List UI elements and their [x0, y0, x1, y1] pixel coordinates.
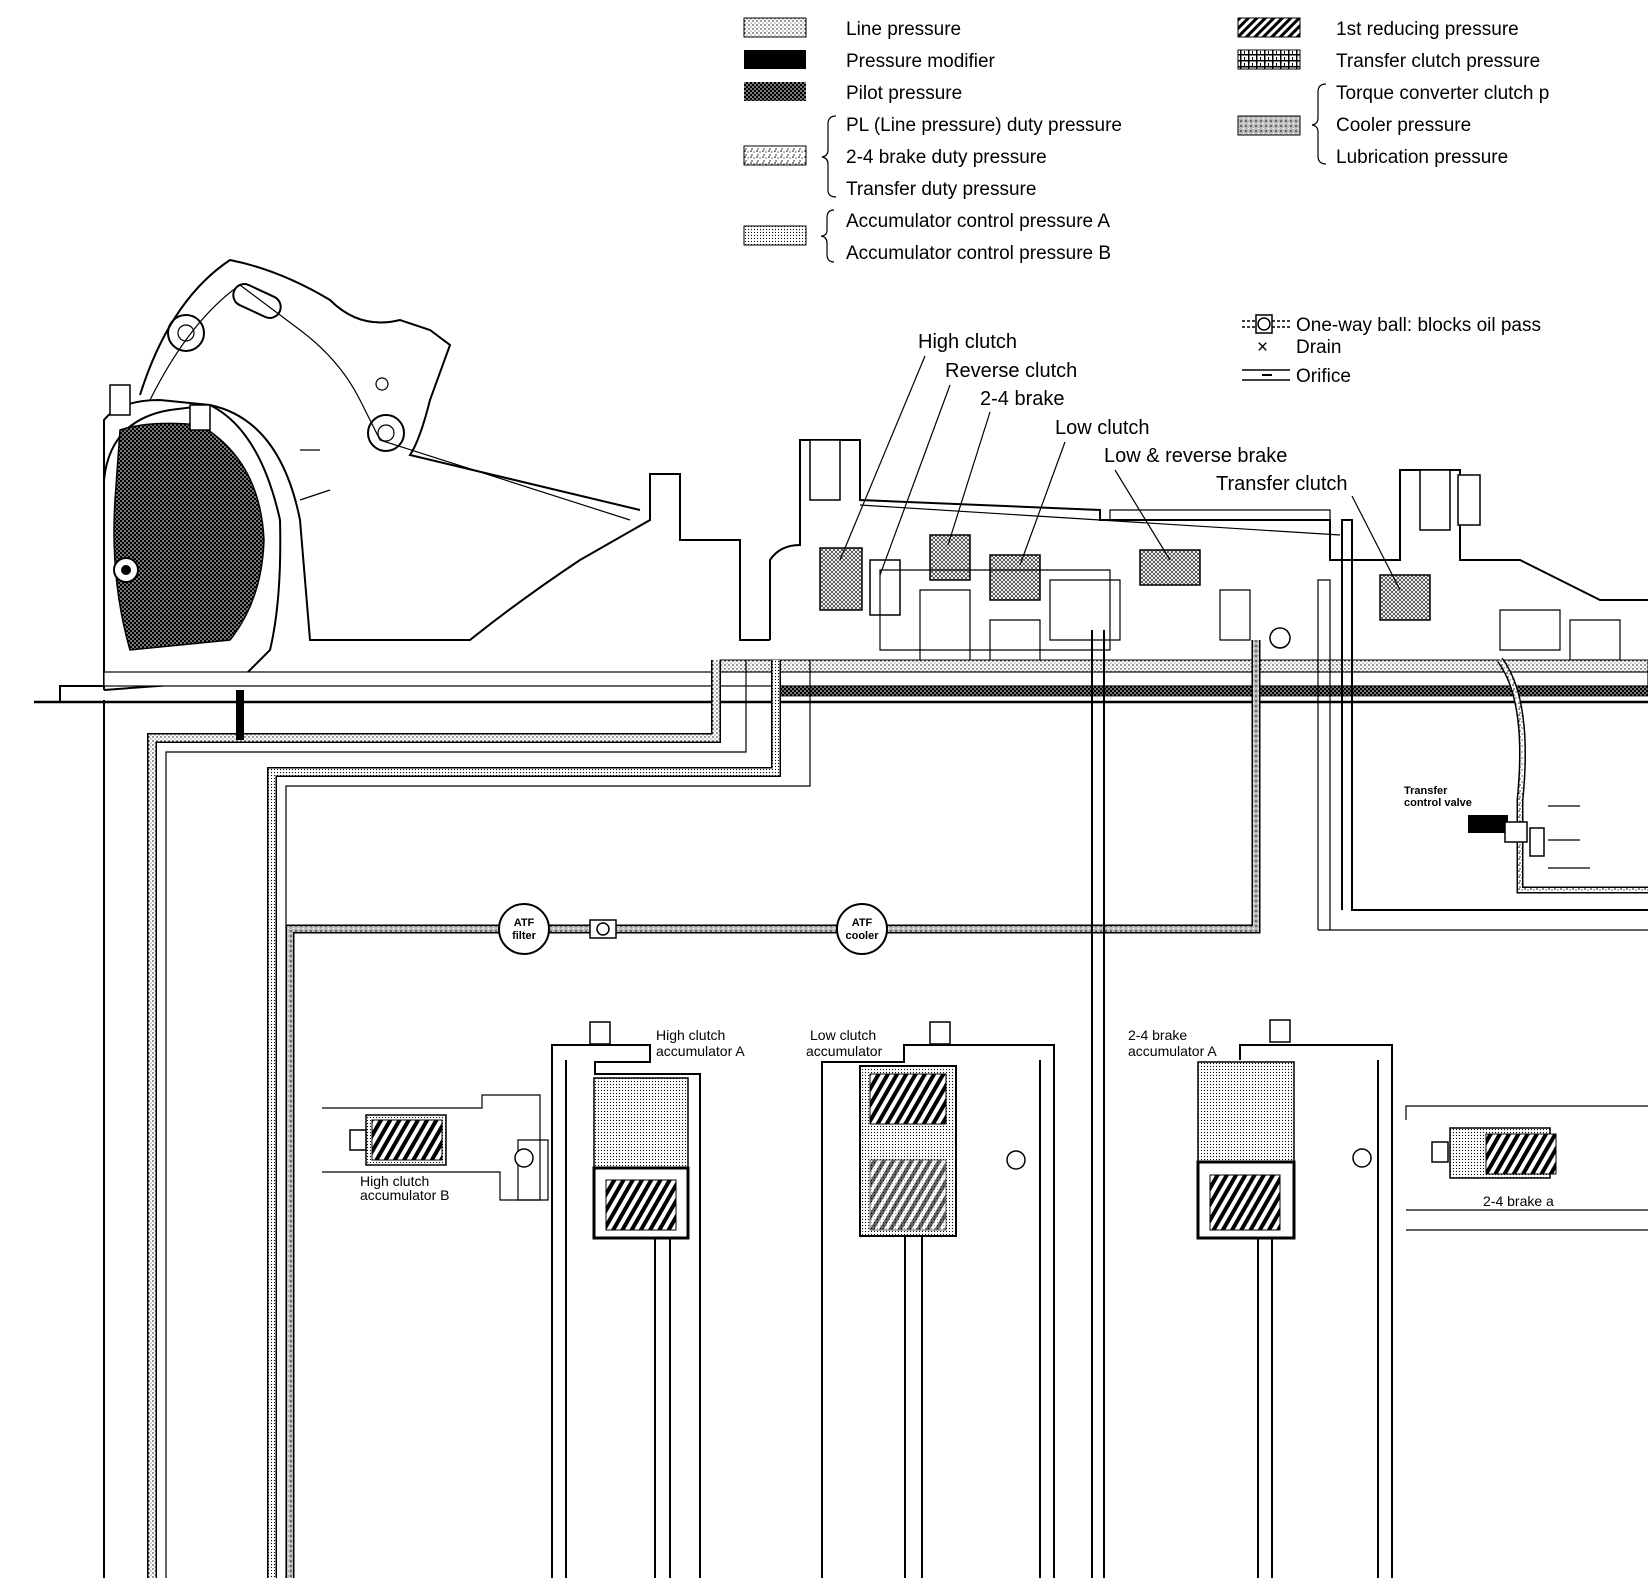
callout-transfer-clutch: Transfer clutch — [1216, 473, 1348, 495]
callout-high-clutch: High clutch — [918, 331, 1017, 353]
legend-one-way-ball: One-way ball: blocks oil pass — [1296, 315, 1541, 336]
legend-pl-duty: PL (Line pressure) duty pressure — [846, 115, 1122, 136]
transfer-valve-label-2: control valve — [1404, 797, 1472, 809]
atf-filter: ATF filter — [498, 903, 550, 955]
legend-acc-control-a: Accumulator control pressure A — [846, 211, 1110, 232]
brake-24-accumulator-b: 2-4 brake a — [1405, 1105, 1648, 1231]
atf-cooler: ATF cooler — [836, 903, 888, 955]
callouts: High clutch Reverse clutch 2-4 brake Low… — [839, 331, 1401, 591]
transmission-cross-section — [34, 258, 1648, 704]
legend-24-brake-duty: 2-4 brake duty pressure — [846, 147, 1047, 168]
transfer-clutch-pack — [1379, 574, 1431, 621]
low-acc-label-2: accumulator — [806, 1043, 883, 1059]
brake-acc-a-label-1: 2-4 brake — [1128, 1027, 1187, 1043]
oil-pump-pilot-area — [113, 422, 265, 651]
low-acc-label-1: Low clutch — [810, 1027, 876, 1043]
hc-acc-b-label-1: High clutch — [360, 1173, 429, 1189]
drain-icon: × — [1257, 337, 1268, 358]
pilot-pressure-swatch — [744, 82, 806, 101]
brake-24-pack — [929, 534, 971, 581]
line-pressure-swatch — [743, 17, 807, 38]
callout-reverse-clutch: Reverse clutch — [945, 360, 1077, 382]
legend-lubrication: Lubrication pressure — [1336, 147, 1508, 168]
orifice-inline-icon — [589, 919, 617, 939]
legend-pilot-pressure: Pilot pressure — [846, 83, 962, 104]
torque-group-brace — [1311, 83, 1327, 165]
hc-acc-a-label-2: accumulator A — [656, 1043, 745, 1059]
legend-acc-control-b: Accumulator control pressure B — [846, 243, 1111, 264]
legend-drain: Drain — [1296, 337, 1341, 358]
atf-cooler-label-1: ATF — [852, 917, 873, 929]
accumulator-pressure-swatch — [743, 225, 807, 246]
atf-filter-label-2: filter — [512, 930, 537, 942]
pressure-modifier-swatch — [744, 50, 806, 69]
high-clutch-accumulator-b: High clutch accumulator B — [322, 1094, 541, 1203]
legend: Line pressure Pressure modifier Pilot pr… — [743, 17, 1549, 387]
callout-24-brake: 2-4 brake — [980, 388, 1065, 410]
legend-torque-converter: Torque converter clutch p — [1336, 83, 1549, 104]
legend-transfer-duty: Transfer duty pressure — [846, 179, 1036, 200]
one-way-ball-icon — [1242, 314, 1290, 334]
atf-cooler-label-2: cooler — [845, 930, 879, 942]
transfer-clutch-swatch — [1237, 49, 1301, 70]
duty-group-brace — [821, 115, 837, 198]
hydraulic-passages — [103, 509, 1648, 1578]
low-clutch-pack — [989, 554, 1041, 601]
callout-low-clutch: Low clutch — [1055, 417, 1150, 439]
atf-filter-label-1: ATF — [514, 917, 535, 929]
low-reverse-brake-pack — [1139, 549, 1201, 586]
transfer-control-valve: Transfer control valve — [1404, 785, 1590, 869]
low-clutch-accumulator: Low clutch accumulator — [806, 1021, 1055, 1578]
legend-cooler: Cooler pressure — [1336, 115, 1471, 136]
torque-group-swatch — [1237, 115, 1301, 136]
hc-acc-b-label-2: accumulator B — [360, 1187, 449, 1203]
legend-transfer-clutch: Transfer clutch pressure — [1336, 51, 1540, 72]
first-reducing-swatch — [1237, 17, 1301, 38]
brake-24-accumulator-a: 2-4 brake accumulator A — [1128, 1019, 1393, 1578]
orifice-icon — [1242, 369, 1290, 381]
reverse-clutch-pack — [869, 559, 901, 616]
high-clutch-accumulator-a: High clutch accumulator A — [514, 1021, 745, 1578]
legend-first-reducing: 1st reducing pressure — [1336, 19, 1519, 40]
brake-acc-a-label-2: accumulator A — [1128, 1043, 1217, 1059]
hc-acc-a-label-1: High clutch — [656, 1027, 725, 1043]
legend-pressure-modifier: Pressure modifier — [846, 51, 996, 72]
transfer-valve-label-1: Transfer — [1404, 785, 1448, 797]
legend-orifice: Orifice — [1296, 366, 1351, 387]
brake-acc-b-label: 2-4 brake a — [1483, 1193, 1554, 1209]
accumulator-group-brace — [820, 209, 835, 263]
callout-low-reverse-brake: Low & reverse brake — [1104, 445, 1287, 467]
duty-pressure-swatch — [743, 145, 807, 166]
legend-line-pressure: Line pressure — [846, 19, 961, 40]
